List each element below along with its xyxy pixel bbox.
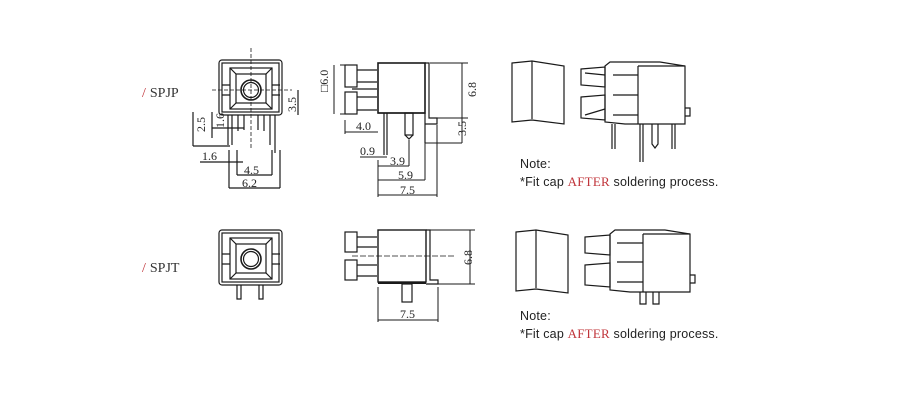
note-title: Note: — [520, 309, 551, 323]
dim-1-6-vert: 1.6 — [213, 113, 227, 128]
dim-2-5: 2.5 — [194, 117, 208, 132]
dim-3-9: 3.9 — [390, 154, 405, 168]
dim-4-5: 4.5 — [244, 163, 259, 177]
dim-6-8-spjt: 6.8 — [461, 250, 475, 265]
variant-label-spjp: /SPJP — [142, 86, 179, 101]
dim-0-9: 0.9 — [360, 144, 375, 158]
dim-6-2: 6.2 — [242, 176, 257, 190]
dim-3-5-side: 3.5 — [455, 121, 469, 136]
note-highlight: AFTER — [567, 174, 610, 189]
note-text: *Fit cap AFTER soldering process. — [520, 174, 719, 189]
note-title: Note: — [520, 157, 551, 171]
dim-square-6-0: □6.0 — [317, 70, 331, 92]
dim-4-0: 4.0 — [356, 119, 371, 133]
dim-1-6: 1.6 — [202, 149, 217, 163]
note-text: *Fit cap AFTER soldering process. — [520, 326, 719, 341]
note-spjt: Note: *Fit cap AFTER soldering process. — [520, 308, 719, 343]
variant-label-spjt: /SPJT — [142, 261, 180, 276]
note-highlight: AFTER — [567, 326, 610, 341]
dim-6-8: 6.8 — [465, 82, 479, 97]
note-spjp: Note: *Fit cap AFTER soldering process. — [520, 156, 719, 191]
dim-7-5: 7.5 — [400, 183, 415, 197]
dim-5-9: 5.9 — [398, 168, 413, 182]
dim-7-5-spjt: 7.5 — [400, 307, 415, 321]
dim-3-5-front: 3.5 — [285, 97, 299, 112]
